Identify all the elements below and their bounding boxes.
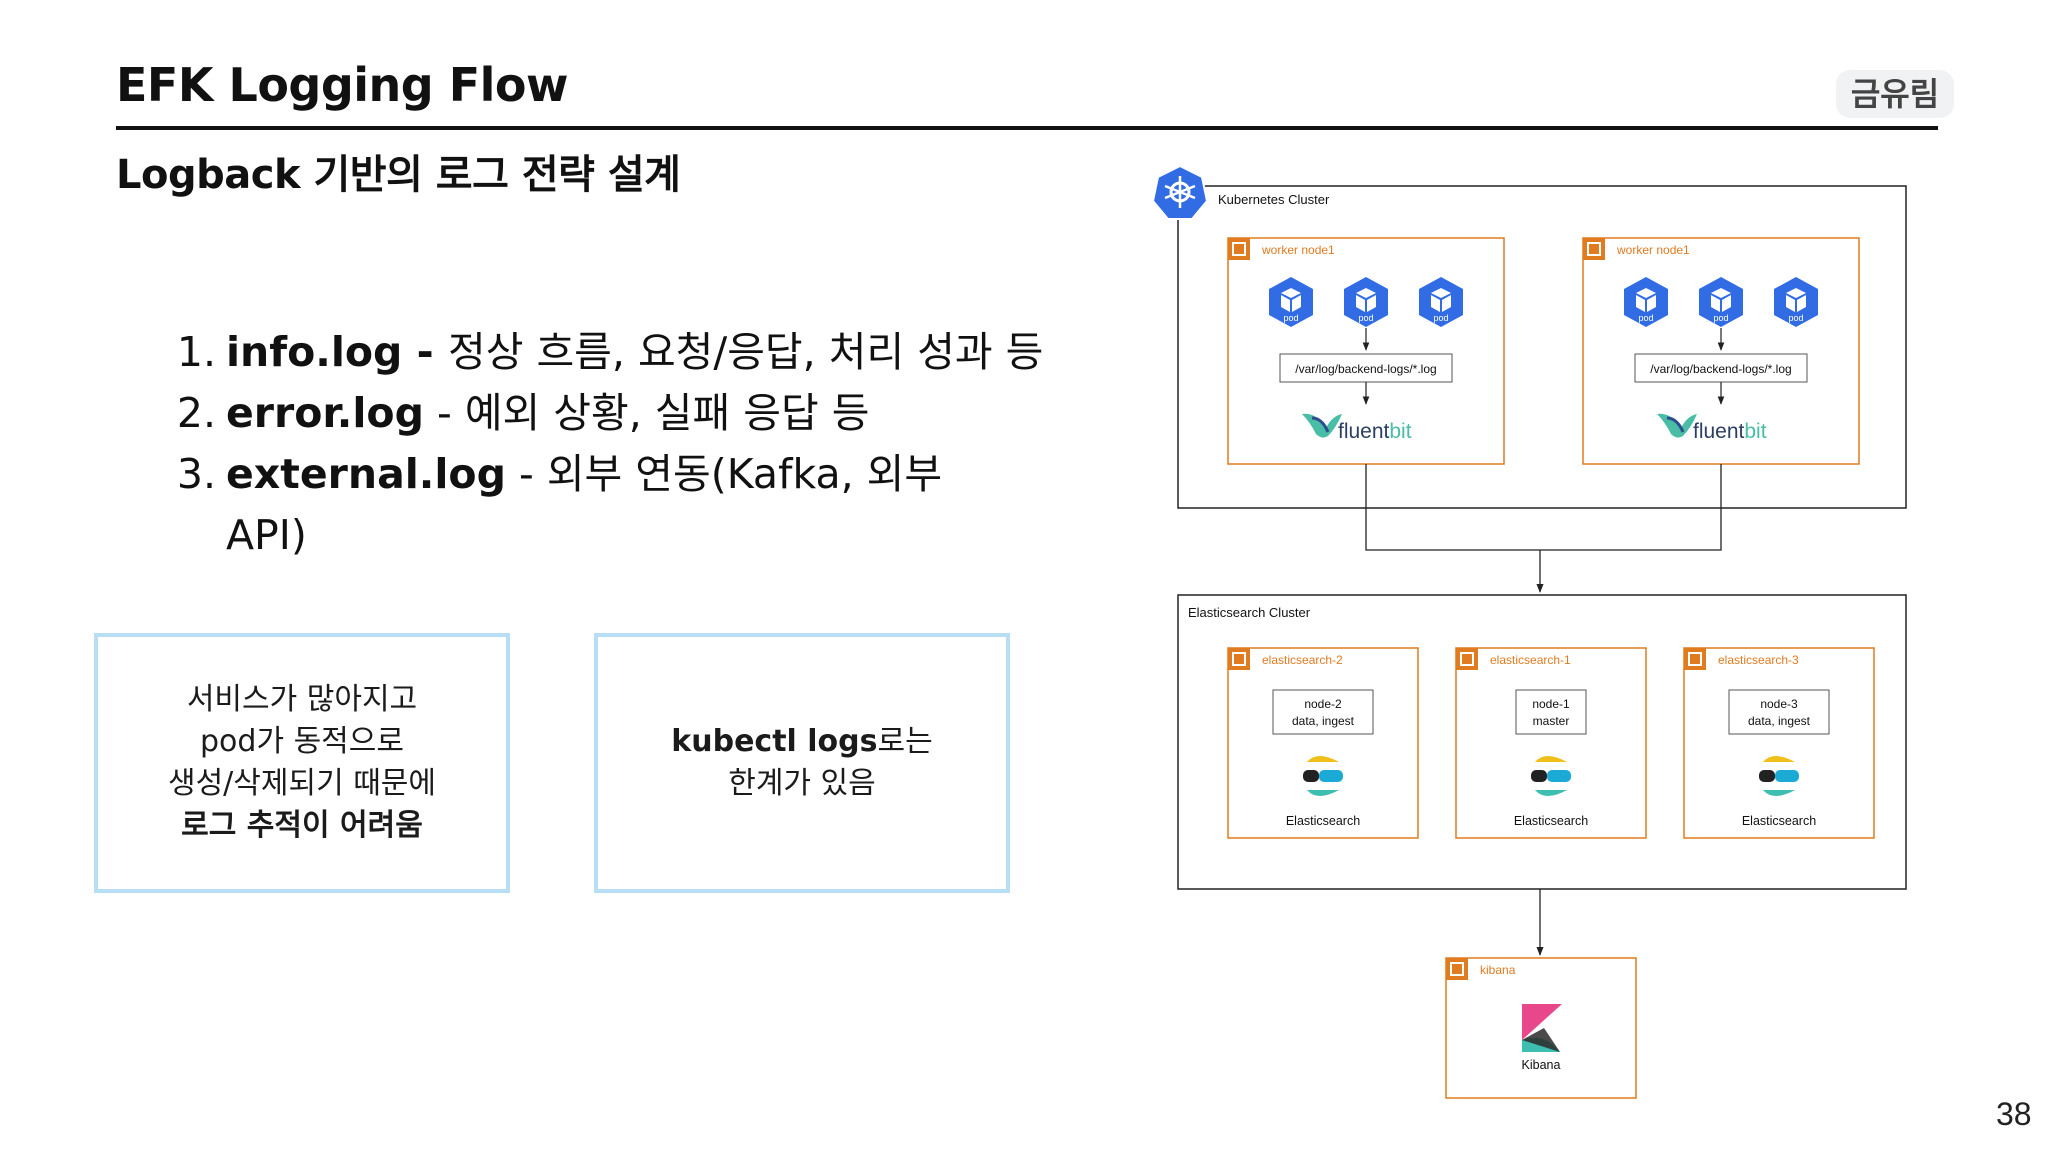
svg-text:data, ingest: data, ingest bbox=[1748, 714, 1811, 728]
log-file-description: 정상 흐름, 요청/응답, 처리 성과 등 bbox=[447, 328, 1044, 376]
list-item-continuation: API) bbox=[170, 505, 1043, 566]
elasticsearch-icon bbox=[1531, 756, 1571, 796]
fluentbit-wordmark: fluentbit bbox=[1693, 420, 1767, 443]
worker-node-label: worker node1 bbox=[1616, 243, 1690, 257]
title-divider bbox=[116, 126, 1938, 130]
list-item: 2. error.log - 예외 상황, 실패 응답 등 bbox=[170, 383, 1043, 444]
log-file-name: info.log bbox=[226, 328, 403, 376]
pod-icon: pod bbox=[1774, 277, 1818, 327]
svg-text:master: master bbox=[1533, 714, 1570, 728]
node-role-box bbox=[1515, 689, 1587, 735]
worker-node-a: worker node1 pod pod pod /var/log/backen… bbox=[1227, 237, 1505, 465]
log-file-list: 1. info.log - 정상 흐름, 요청/응답, 처리 성과 등 2. e… bbox=[170, 322, 1044, 566]
svg-text:pod: pod bbox=[1638, 313, 1653, 323]
svg-text:data, ingest: data, ingest bbox=[1292, 714, 1355, 728]
product-label: Elasticsearch bbox=[1514, 814, 1588, 828]
elasticsearch-icon bbox=[1303, 756, 1343, 796]
elasticsearch-icon bbox=[1759, 756, 1799, 796]
svg-text:pod: pod bbox=[1713, 313, 1728, 323]
svg-text:pod: pod bbox=[1788, 313, 1803, 323]
log-file-name: external.log bbox=[226, 450, 506, 498]
fluentbit-logo bbox=[1302, 413, 1342, 438]
elasticsearch-cluster-label: Elasticsearch Cluster bbox=[1188, 605, 1311, 620]
pod-icon: pod bbox=[1344, 277, 1388, 327]
list-separator: - bbox=[423, 389, 465, 437]
connector-line bbox=[1365, 464, 1540, 551]
list-number: 3. bbox=[176, 450, 216, 498]
svg-text:node-2: node-2 bbox=[1304, 697, 1342, 711]
svg-text:pod: pod bbox=[1433, 313, 1448, 323]
page-subtitle: Logback 기반의 로그 전략 설계 bbox=[116, 152, 681, 198]
problem-card-tracking: 서비스가 많아지고 pod가 동적으로 생성/삭제되기 때문에 로그 추적이 어… bbox=[94, 633, 510, 893]
author-badge: 금유림 bbox=[1836, 70, 1954, 118]
node-role-box bbox=[1272, 689, 1374, 735]
svg-text:pod: pod bbox=[1358, 313, 1373, 323]
pod-icon: pod bbox=[1269, 277, 1313, 327]
pod-icon: pod bbox=[1419, 277, 1463, 327]
es-node-label: elasticsearch-3 bbox=[1718, 653, 1799, 667]
list-separator: - bbox=[402, 328, 448, 376]
card-line: pod가 동적으로 bbox=[200, 724, 404, 759]
fluentbit-logo bbox=[1657, 413, 1697, 438]
svg-text:node-1: node-1 bbox=[1532, 697, 1570, 711]
page-number: 38 bbox=[1996, 1096, 2032, 1132]
list-item: 3. external.log - 외부 연동(Kafka, 외부 bbox=[170, 444, 1043, 505]
es-node-2: elasticsearch-2 node-2 data, ingest Elas… bbox=[1227, 647, 1419, 839]
node-role-box bbox=[1728, 689, 1830, 735]
svg-text:pod: pod bbox=[1283, 313, 1298, 323]
list-number: 2. bbox=[176, 389, 216, 437]
efk-architecture-diagram: Kubernetes Cluster worker node1 pod pod … bbox=[1151, 164, 1907, 1099]
problem-card-kubectl: kubectl logs로는 한계가 있음 bbox=[594, 633, 1010, 893]
log-path-label: /var/log/backend-logs/*.log bbox=[1650, 362, 1791, 376]
kubernetes-cluster-label: Kubernetes Cluster bbox=[1218, 192, 1330, 207]
page-title: EFK Logging Flow bbox=[116, 58, 569, 112]
product-label: Elasticsearch bbox=[1742, 814, 1816, 828]
worker-node-label: worker node1 bbox=[1261, 243, 1335, 257]
product-label: Elasticsearch bbox=[1286, 814, 1360, 828]
kibana-node: kibana Kibana bbox=[1445, 957, 1637, 1099]
kibana-label: kibana bbox=[1480, 963, 1516, 977]
kubernetes-icon bbox=[1151, 164, 1209, 220]
card-emphasis: kubectl logs bbox=[671, 724, 878, 759]
card-emphasis: 로그 추적이 어려움 bbox=[181, 808, 423, 843]
list-item: 1. info.log - 정상 흐름, 요청/응답, 처리 성과 등 bbox=[170, 322, 1044, 383]
card-line: 로는 bbox=[877, 724, 933, 759]
svg-text:node-3: node-3 bbox=[1760, 697, 1798, 711]
pod-icon: pod bbox=[1699, 277, 1743, 327]
es-node-3: elasticsearch-3 node-3 data, ingest Elas… bbox=[1683, 647, 1875, 839]
log-file-name: error.log bbox=[226, 389, 424, 437]
es-node-label: elasticsearch-2 bbox=[1262, 653, 1343, 667]
log-path-label: /var/log/backend-logs/*.log bbox=[1295, 362, 1436, 376]
connector-line bbox=[1540, 464, 1722, 551]
log-file-description-cont: API) bbox=[226, 511, 307, 559]
product-label: Kibana bbox=[1522, 1058, 1561, 1072]
es-node-1: elasticsearch-1 node-1 master Elasticsea… bbox=[1455, 647, 1647, 839]
card-line: 한계가 있음 bbox=[728, 766, 876, 801]
log-path-box bbox=[1634, 353, 1808, 383]
list-number: 1. bbox=[176, 328, 216, 376]
card-line: 서비스가 많아지고 bbox=[186, 682, 418, 717]
worker-node-b: worker node1 pod pod pod /var/log/backen… bbox=[1582, 237, 1860, 465]
fluentbit-wordmark: fluentbit bbox=[1338, 420, 1412, 443]
list-separator: - bbox=[505, 450, 547, 498]
log-file-description: 예외 상황, 실패 응답 등 bbox=[464, 389, 870, 437]
es-node-label: elasticsearch-1 bbox=[1490, 653, 1571, 667]
kibana-icon bbox=[1522, 1004, 1562, 1052]
log-file-description: 외부 연동(Kafka, 외부 bbox=[546, 450, 943, 498]
pod-icon: pod bbox=[1624, 277, 1668, 327]
card-line: 생성/삭제되기 때문에 bbox=[167, 766, 437, 801]
